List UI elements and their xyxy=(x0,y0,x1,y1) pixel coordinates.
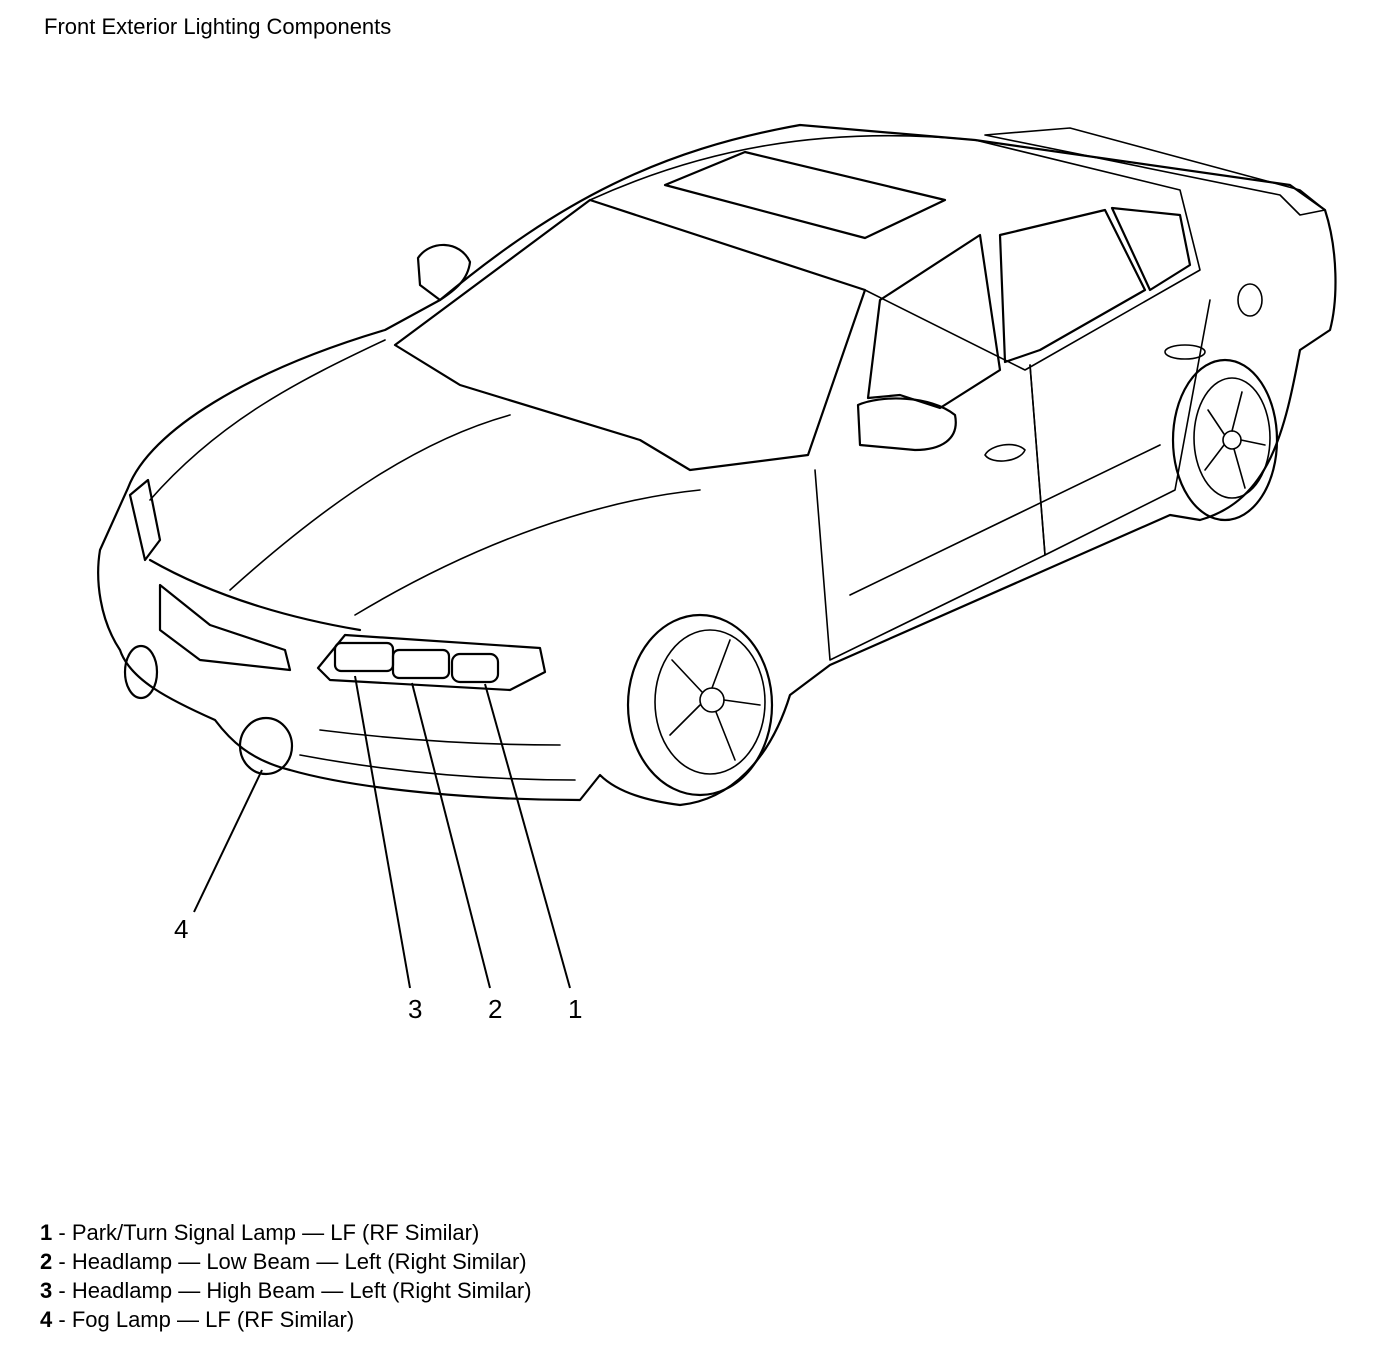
grille xyxy=(158,583,292,672)
headlamp-low-beam xyxy=(391,648,451,680)
roof-panel xyxy=(589,134,1201,371)
legend: 1 - Park/Turn Signal Lamp — LF (RF Simil… xyxy=(40,1218,532,1334)
legend-text: Headlamp — Low Beam — Left (Right Simila… xyxy=(71,1249,527,1274)
page-title: Front Exterior Lighting Components xyxy=(44,14,392,39)
legend-number: 4 xyxy=(40,1307,53,1332)
front-wheel-spokes xyxy=(669,639,761,761)
legend-number: 2 xyxy=(40,1249,53,1274)
front-door xyxy=(814,364,1046,661)
leader-line-2 xyxy=(411,682,491,989)
body-side-molding xyxy=(849,444,1161,596)
legend-separator: - xyxy=(52,1307,72,1332)
legend-separator: - xyxy=(52,1278,72,1303)
front-wheel-tire xyxy=(626,613,774,797)
legend-text: Park/Turn Signal Lamp — LF (RF Similar) xyxy=(71,1220,480,1245)
rear-wheel-spokes xyxy=(1204,391,1266,489)
park-turn-lamp xyxy=(450,652,500,684)
fuel-door xyxy=(1237,283,1263,317)
leader-line-3 xyxy=(354,675,411,989)
front-bumper-mid xyxy=(319,729,561,746)
callout-4: 4 xyxy=(174,914,188,944)
rear-side-marker xyxy=(1164,344,1206,360)
rear-wheel-hub xyxy=(1222,430,1242,450)
sunroof xyxy=(663,150,947,240)
headlamp-high-beam xyxy=(333,641,395,673)
legend-number: 3 xyxy=(40,1278,53,1303)
rear-door xyxy=(1029,299,1211,556)
side-window-rear xyxy=(998,208,1147,364)
windshield xyxy=(393,198,867,472)
front-wheel-rim xyxy=(654,629,766,775)
legend-separator: - xyxy=(52,1249,72,1274)
legend-row-1: 1 - Park/Turn Signal Lamp — LF (RF Simil… xyxy=(40,1218,532,1247)
legend-text: Fog Lamp — LF (RF Similar) xyxy=(71,1307,355,1332)
left-mirror xyxy=(416,243,472,302)
callout-3: 3 xyxy=(408,994,422,1024)
legend-row-3: 3 - Headlamp — High Beam — Left (Right S… xyxy=(40,1276,532,1305)
hood-front-edge xyxy=(148,558,362,632)
hood-crease-left xyxy=(149,339,386,501)
legend-row-4: 4 - Fog Lamp — LF (RF Similar) xyxy=(40,1305,532,1334)
callout-2: 2 xyxy=(488,994,502,1024)
front-wheel-hub xyxy=(699,687,725,713)
rear-spoiler xyxy=(984,127,1326,216)
hood-crease-right xyxy=(354,489,701,616)
hood-crease-center xyxy=(229,414,511,591)
fog-lamp-right xyxy=(123,644,159,700)
leader-line-4 xyxy=(193,769,263,913)
rear-wheel-tire xyxy=(1171,358,1279,522)
legend-text: Headlamp — High Beam — Left (Right Simil… xyxy=(71,1278,532,1303)
fog-lamp-left xyxy=(238,716,294,776)
right-headlamp xyxy=(128,478,162,562)
door-handle xyxy=(984,443,1026,462)
rear-wheel-rim xyxy=(1193,377,1271,499)
leader-line-1 xyxy=(484,683,571,989)
legend-separator: - xyxy=(52,1220,72,1245)
callout-1: 1 xyxy=(568,994,582,1024)
front-bumper-lower xyxy=(299,754,576,781)
legend-number: 1 xyxy=(40,1220,53,1245)
side-window-front xyxy=(866,233,1002,410)
rear-quarter-window xyxy=(1110,206,1192,292)
right-mirror xyxy=(856,397,957,452)
car-body-outline xyxy=(97,123,1337,807)
headlamp-housing xyxy=(316,633,547,692)
legend-row-2: 2 - Headlamp — Low Beam — Left (Right Si… xyxy=(40,1247,532,1276)
